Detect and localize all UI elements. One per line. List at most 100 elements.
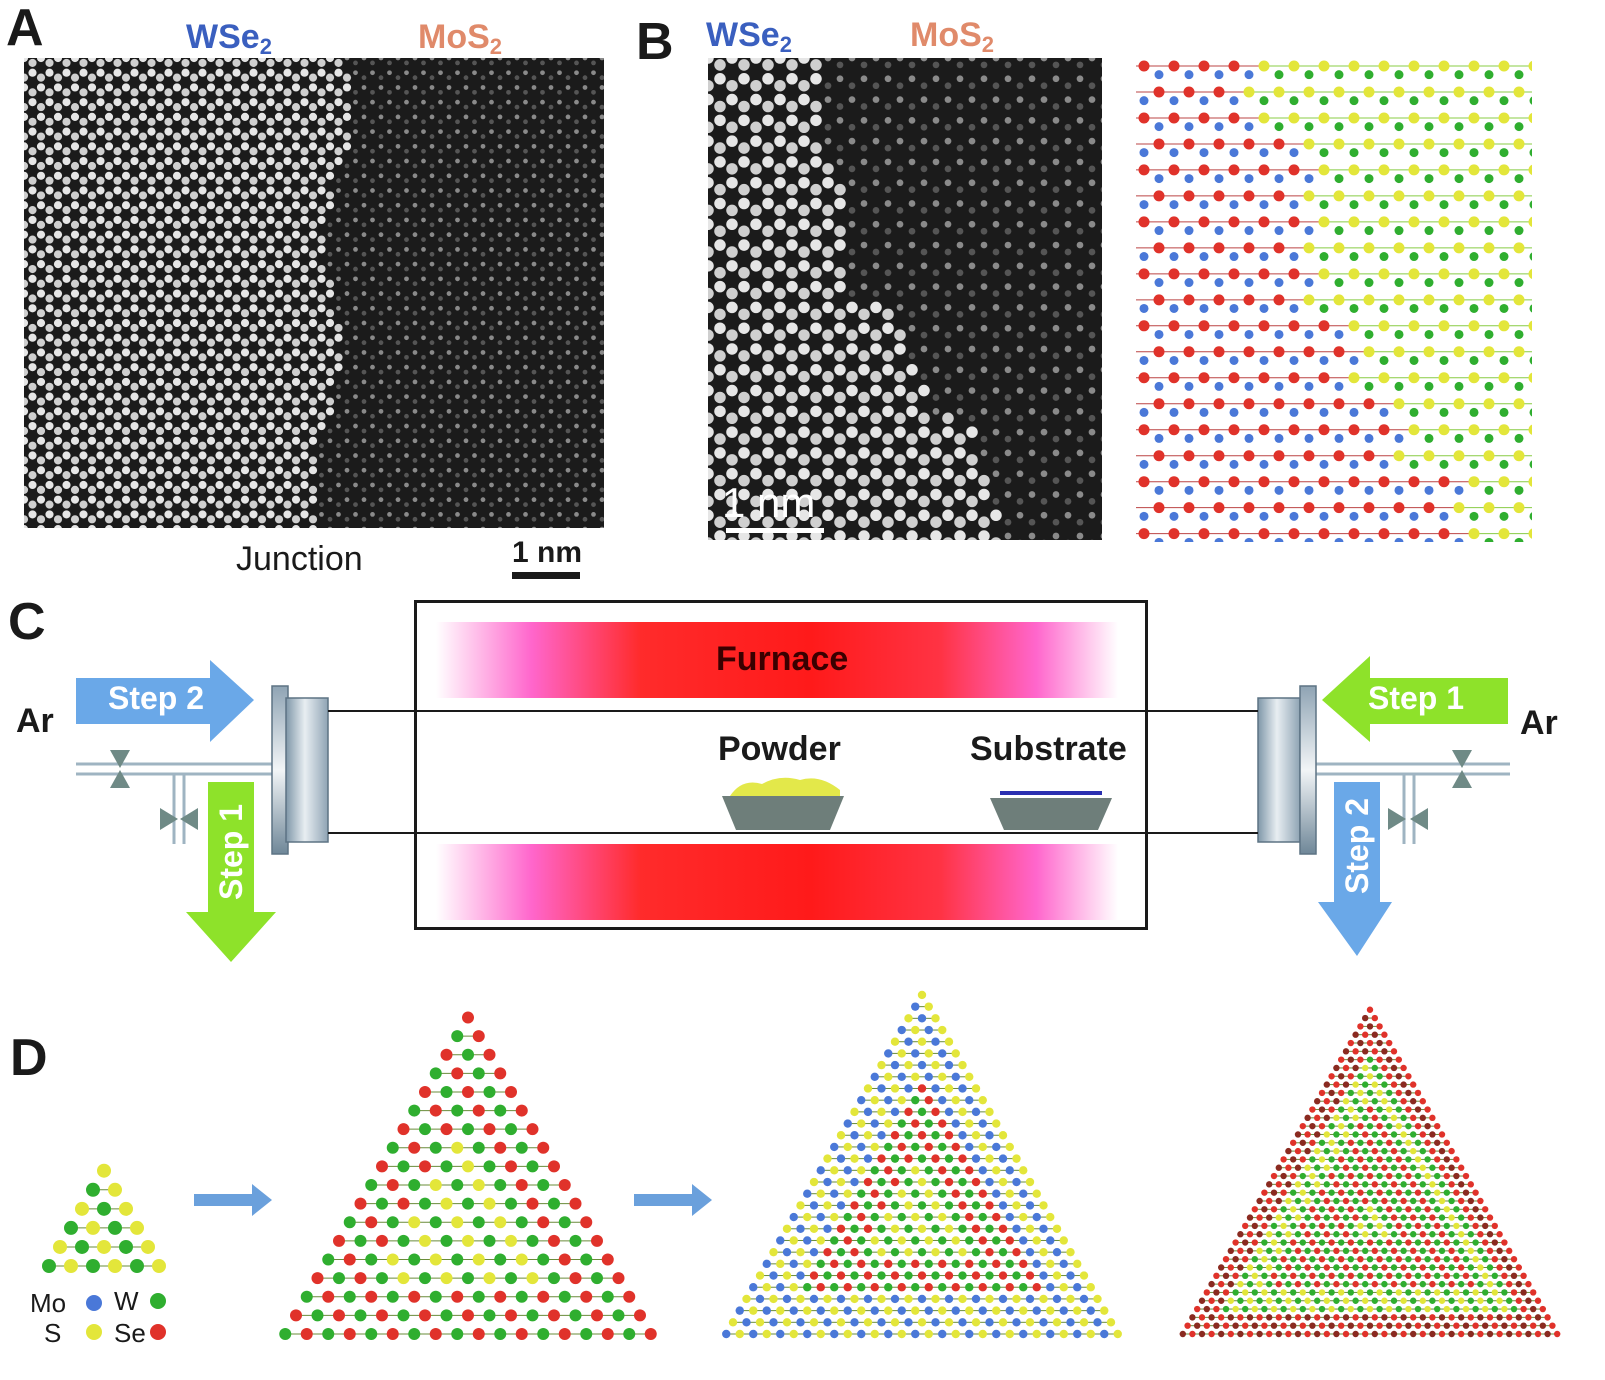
stem-atom <box>24 161 29 171</box>
stem-atom <box>599 310 604 316</box>
stem-atom <box>497 516 503 522</box>
stem-atom <box>336 423 341 429</box>
stem-atom <box>1016 498 1024 505</box>
stem-atom <box>966 426 978 438</box>
chalcogen-atom <box>1243 398 1255 410</box>
chalcogen-atom <box>1483 190 1495 202</box>
stem-atom <box>1100 367 1102 373</box>
wse2-mos2-triangle-atom <box>537 1141 550 1154</box>
stem-atom <box>147 98 156 107</box>
stem-atom <box>1052 324 1060 332</box>
stem-atom <box>147 215 156 225</box>
stem-atom <box>591 89 596 95</box>
stem-atom <box>438 394 443 399</box>
stem-atom <box>266 353 275 362</box>
stem-atom <box>446 143 452 149</box>
stem-atom <box>412 516 418 522</box>
stem-atom <box>164 392 173 401</box>
stem-atom <box>514 75 520 81</box>
stem-atom <box>1016 304 1024 311</box>
stem-atom <box>810 391 822 404</box>
stem-atom <box>582 222 588 228</box>
stem-atom <box>708 176 714 189</box>
stem-atom <box>531 350 537 355</box>
stem-atom <box>155 58 165 63</box>
chalcogen-atom <box>1258 476 1270 488</box>
stem-atom <box>45 451 54 460</box>
wse2-mos2-triangle-atom <box>505 1085 517 1098</box>
metal-atom <box>1469 252 1479 262</box>
seed-triangle-atom <box>152 1259 166 1273</box>
stem-atom <box>750 58 762 64</box>
stem-atom <box>932 61 940 69</box>
stem-atom <box>334 156 343 166</box>
stem-atom <box>266 127 275 136</box>
stem-atom <box>708 135 714 147</box>
stem-atom <box>455 119 460 125</box>
stem-atom <box>45 206 54 215</box>
stem-atom <box>164 58 173 67</box>
metal-atom <box>1184 70 1194 80</box>
stem-atom <box>506 512 511 517</box>
stem-atom <box>164 127 173 136</box>
stem-atom <box>599 516 604 522</box>
stem-atom <box>395 232 401 238</box>
stem-atom <box>378 232 384 238</box>
metal-atom <box>1289 252 1299 262</box>
stem-atom <box>557 325 562 331</box>
stem-atom <box>497 291 503 296</box>
stem-atom <box>189 318 199 328</box>
wse2-mos2-triangle-atom <box>354 1234 367 1247</box>
seed-triangle-atom <box>141 1239 155 1254</box>
metal-atom <box>1349 303 1359 313</box>
stem-atom <box>121 220 131 229</box>
stem-atom <box>206 279 216 288</box>
wse2-mos2-triangle-atom <box>494 1141 507 1154</box>
metal-atom <box>1484 122 1494 132</box>
stem-atom <box>139 525 147 528</box>
stem-atom <box>932 407 940 415</box>
stem-atom <box>1004 186 1012 193</box>
stem-atom <box>206 318 216 328</box>
stem-atom <box>762 364 774 376</box>
wse2-mos2-triangle-atom <box>526 1123 539 1136</box>
stem-atom <box>378 340 384 346</box>
chalcogen-atom <box>1393 346 1405 358</box>
stem-atom <box>24 220 29 229</box>
stem-atom <box>480 163 486 169</box>
stem-atom <box>822 176 834 189</box>
stem-atom <box>708 412 714 425</box>
stem-atom <box>215 480 224 490</box>
metal-atom <box>1289 200 1299 210</box>
stem-atom <box>591 119 596 125</box>
stem-atom <box>232 186 241 195</box>
stem-atom <box>155 171 165 180</box>
stem-atom <box>291 112 301 121</box>
stem-atom <box>164 176 173 185</box>
stem-atom <box>908 227 916 235</box>
stem-atom <box>455 384 460 390</box>
stem-atom <box>599 193 604 198</box>
stem-atom <box>591 305 596 311</box>
stem-atom <box>480 173 486 179</box>
stem-atom <box>308 456 318 465</box>
stem-atom <box>198 294 207 303</box>
stem-atom <box>540 217 545 223</box>
stem-atom <box>319 482 324 488</box>
stem-atom <box>798 79 810 92</box>
stem-atom <box>1016 165 1024 173</box>
stem-atom <box>62 235 71 244</box>
stem-atom <box>342 132 352 141</box>
stem-atom <box>308 102 318 112</box>
metal-atom <box>1514 226 1524 236</box>
stem-atom <box>992 207 1000 214</box>
stem-atom <box>956 103 964 110</box>
stem-atom <box>506 296 511 301</box>
stem-atom <box>412 408 418 414</box>
wse2-mos2-triangle-atom <box>397 1197 410 1210</box>
stem-atom <box>1076 324 1084 332</box>
stem-atom <box>198 127 207 136</box>
stem-atom <box>894 509 906 522</box>
metal-atom <box>1199 148 1209 158</box>
stem-atom <box>1088 387 1096 394</box>
